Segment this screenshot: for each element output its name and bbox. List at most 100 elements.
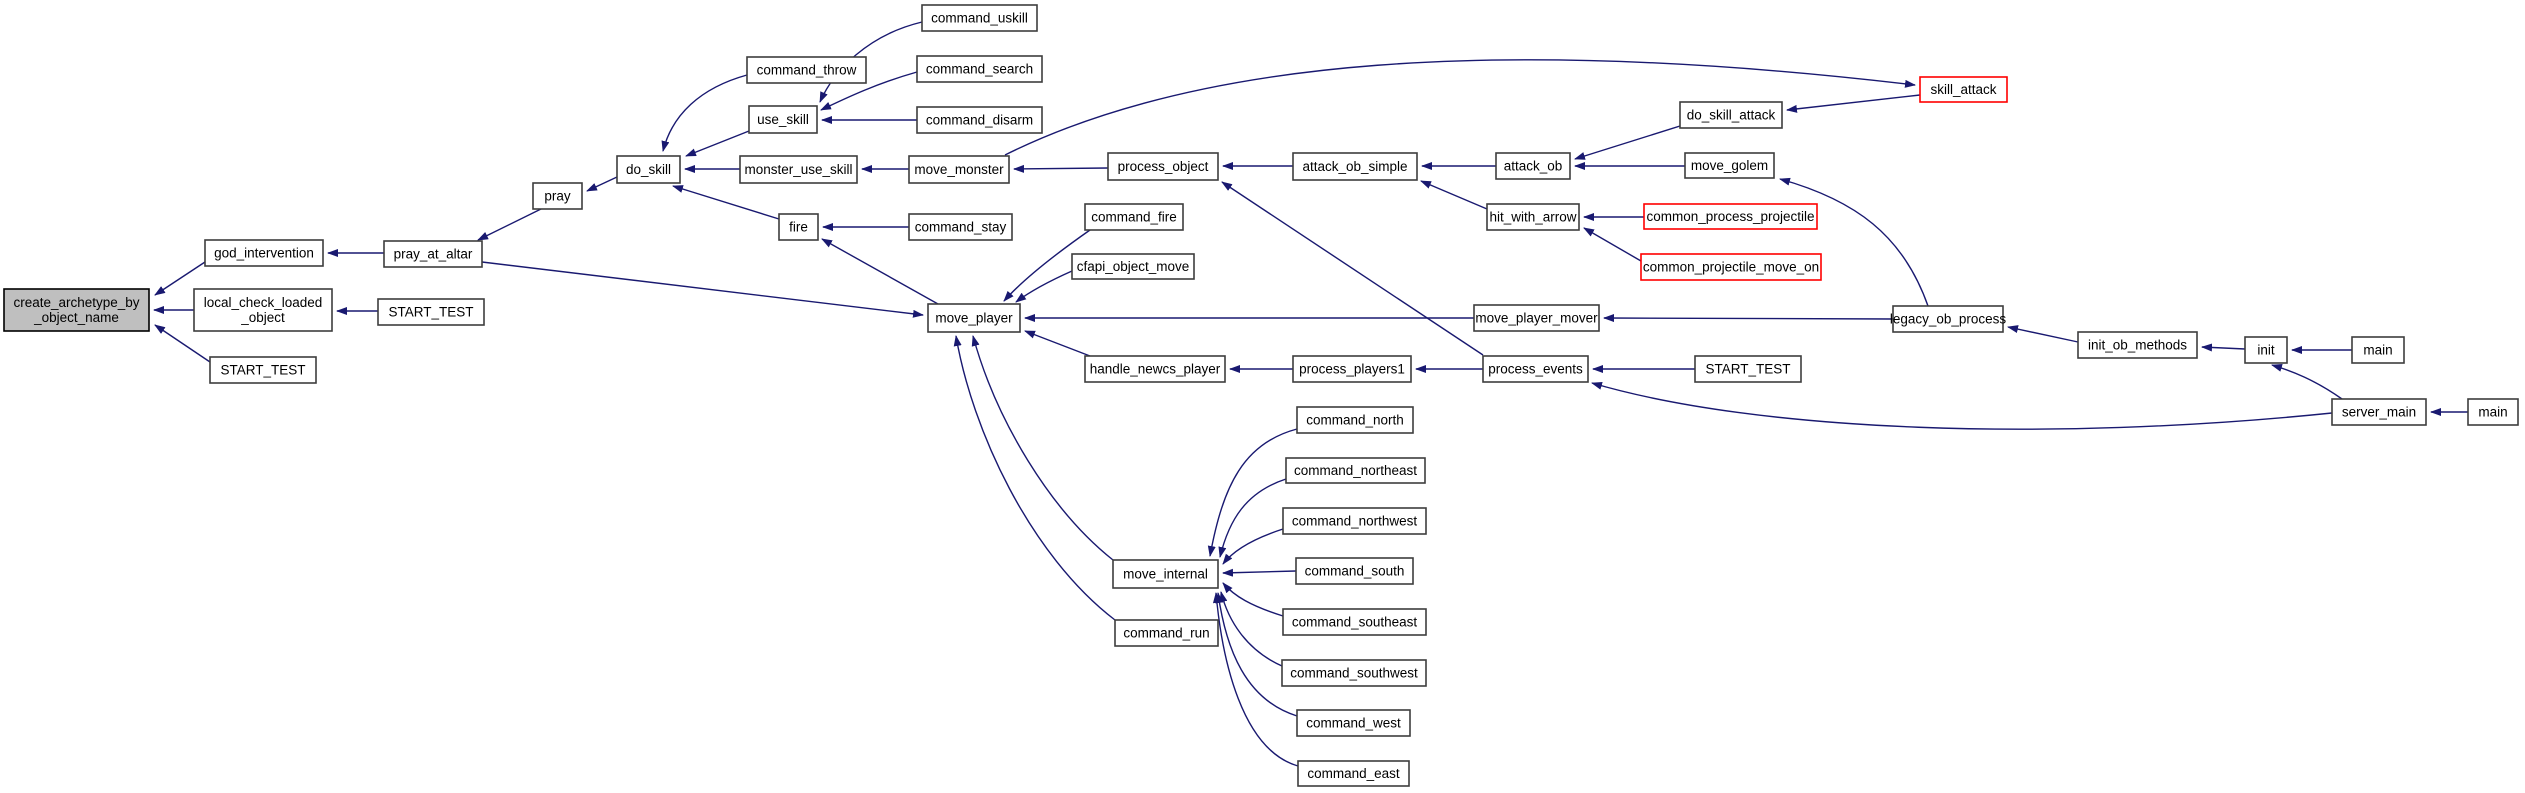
- node-box-pray_at_altar[interactable]: [383, 240, 483, 268]
- node-box-monster_use_skill[interactable]: [739, 155, 858, 184]
- node-box-do_skill[interactable]: [616, 155, 681, 184]
- node-box-main_a[interactable]: [2351, 336, 2405, 364]
- node-process_players1[interactable]: process_players1: [1292, 355, 1412, 383]
- node-box-do_skill_attack[interactable]: [1679, 101, 1783, 129]
- node-box-server_main[interactable]: [2331, 398, 2427, 426]
- node-init[interactable]: init: [2244, 336, 2288, 364]
- node-box-command_northwest[interactable]: [1282, 507, 1427, 535]
- node-box-init_ob_methods[interactable]: [2077, 331, 2198, 359]
- node-command_southeast[interactable]: command_southeast: [1282, 608, 1427, 636]
- node-box-init[interactable]: [2244, 336, 2288, 364]
- node-box-start_test_b[interactable]: [377, 298, 485, 326]
- node-box-command_northeast[interactable]: [1285, 457, 1426, 484]
- node-attack_ob_simple[interactable]: attack_ob_simple: [1292, 152, 1418, 181]
- node-box-process_events[interactable]: [1482, 355, 1589, 383]
- node-box-god_intervention[interactable]: [204, 239, 324, 267]
- node-box-common_process_projectile[interactable]: [1643, 203, 1818, 230]
- node-move_player_mover[interactable]: move_player_mover: [1473, 304, 1600, 332]
- node-box-process_object[interactable]: [1107, 152, 1219, 181]
- node-command_west[interactable]: command_west: [1296, 709, 1411, 737]
- node-box-main_b[interactable]: [2467, 398, 2519, 426]
- node-box-command_southwest[interactable]: [1281, 659, 1427, 687]
- node-box-move_golem[interactable]: [1684, 152, 1775, 179]
- node-start_test_a[interactable]: START_TEST: [209, 356, 317, 384]
- node-box-move_monster[interactable]: [908, 155, 1010, 184]
- node-start_test_b[interactable]: START_TEST: [377, 298, 485, 326]
- node-pray_at_altar[interactable]: pray_at_altar: [383, 240, 483, 268]
- node-box-attack_ob_simple[interactable]: [1292, 152, 1418, 181]
- node-handle_newcs_player[interactable]: handle_newcs_player: [1084, 355, 1226, 383]
- node-box-start_test_a[interactable]: [209, 356, 317, 384]
- node-box-command_stay[interactable]: [908, 213, 1013, 241]
- node-god_intervention[interactable]: god_intervention: [204, 239, 324, 267]
- node-command_northeast[interactable]: command_northeast: [1285, 457, 1426, 484]
- node-box-command_disarm[interactable]: [916, 106, 1043, 134]
- node-command_southwest[interactable]: command_southwest: [1281, 659, 1427, 687]
- node-box-command_uskill[interactable]: [921, 4, 1038, 32]
- node-box-command_fire[interactable]: [1084, 203, 1184, 231]
- node-do_skill_attack[interactable]: do_skill_attack: [1679, 101, 1783, 129]
- node-box-local_check_loaded_object[interactable]: [193, 288, 333, 332]
- node-use_skill[interactable]: use_skill: [748, 105, 818, 134]
- node-pray[interactable]: pray: [532, 182, 583, 210]
- node-command_throw[interactable]: command_throw: [746, 56, 867, 84]
- node-move_internal[interactable]: move_internal: [1112, 559, 1219, 589]
- node-box-command_south[interactable]: [1295, 557, 1414, 585]
- node-box-move_player_mover[interactable]: [1473, 304, 1600, 332]
- node-move_monster[interactable]: move_monster: [908, 155, 1010, 184]
- node-common_process_projectile[interactable]: common_process_projectile: [1643, 203, 1818, 230]
- node-skill_attack[interactable]: skill_attack: [1919, 76, 2008, 103]
- node-box-common_projectile_move_on[interactable]: [1640, 253, 1822, 281]
- node-box-move_player[interactable]: [927, 303, 1021, 333]
- node-main_a[interactable]: main: [2351, 336, 2405, 364]
- node-command_northwest[interactable]: command_northwest: [1282, 507, 1427, 535]
- node-common_projectile_move_on[interactable]: common_projectile_move_on: [1640, 253, 1822, 281]
- node-command_run[interactable]: command_run: [1114, 619, 1219, 647]
- node-box-start_test_c[interactable]: [1694, 355, 1802, 383]
- node-legacy_ob_process[interactable]: legacy_ob_process: [1890, 305, 2007, 333]
- node-command_search[interactable]: command_search: [916, 55, 1043, 83]
- node-command_disarm[interactable]: command_disarm: [916, 106, 1043, 134]
- node-process_object[interactable]: process_object: [1107, 152, 1219, 181]
- node-box-pray[interactable]: [532, 182, 583, 210]
- node-command_north[interactable]: command_north: [1296, 406, 1414, 434]
- node-command_east[interactable]: command_east: [1297, 760, 1410, 787]
- node-box-command_north[interactable]: [1296, 406, 1414, 434]
- node-box-attack_ob[interactable]: [1495, 152, 1571, 180]
- node-box-command_throw[interactable]: [746, 56, 867, 84]
- node-box-command_east[interactable]: [1297, 760, 1410, 787]
- node-main_b[interactable]: main: [2467, 398, 2519, 426]
- node-cfapi_object_move[interactable]: cfapi_object_move: [1071, 253, 1195, 280]
- node-start_test_c[interactable]: START_TEST: [1694, 355, 1802, 383]
- node-box-hit_with_arrow[interactable]: [1486, 203, 1580, 231]
- node-box-cfapi_object_move[interactable]: [1071, 253, 1195, 280]
- node-move_golem[interactable]: move_golem: [1684, 152, 1775, 179]
- node-move_player[interactable]: move_player: [927, 303, 1021, 333]
- node-attack_ob[interactable]: attack_ob: [1495, 152, 1571, 180]
- node-do_skill[interactable]: do_skill: [616, 155, 681, 184]
- node-box-command_southeast[interactable]: [1282, 608, 1427, 636]
- node-process_events[interactable]: process_events: [1482, 355, 1589, 383]
- node-local_check_loaded_object[interactable]: local_check_loaded_object: [193, 288, 333, 332]
- node-box-root[interactable]: [3, 288, 150, 332]
- node-server_main[interactable]: server_main: [2331, 398, 2427, 426]
- node-box-handle_newcs_player[interactable]: [1084, 355, 1226, 383]
- node-box-skill_attack[interactable]: [1919, 76, 2008, 103]
- node-box-command_search[interactable]: [916, 55, 1043, 83]
- node-box-fire[interactable]: [778, 213, 819, 241]
- node-box-legacy_ob_process[interactable]: [1892, 305, 2004, 333]
- node-command_south[interactable]: command_south: [1295, 557, 1414, 585]
- node-box-use_skill[interactable]: [748, 105, 818, 134]
- node-command_fire[interactable]: command_fire: [1084, 203, 1184, 231]
- node-root[interactable]: create_archetype_by_object_name: [3, 288, 150, 332]
- node-box-command_run[interactable]: [1114, 619, 1219, 647]
- node-fire[interactable]: fire: [778, 213, 819, 241]
- node-init_ob_methods[interactable]: init_ob_methods: [2077, 331, 2198, 359]
- node-command_stay[interactable]: command_stay: [908, 213, 1013, 241]
- node-box-command_west[interactable]: [1296, 709, 1411, 737]
- node-box-process_players1[interactable]: [1292, 355, 1412, 383]
- node-monster_use_skill[interactable]: monster_use_skill: [739, 155, 858, 184]
- node-command_uskill[interactable]: command_uskill: [921, 4, 1038, 32]
- node-box-move_internal[interactable]: [1112, 559, 1219, 589]
- node-hit_with_arrow[interactable]: hit_with_arrow: [1486, 203, 1580, 231]
